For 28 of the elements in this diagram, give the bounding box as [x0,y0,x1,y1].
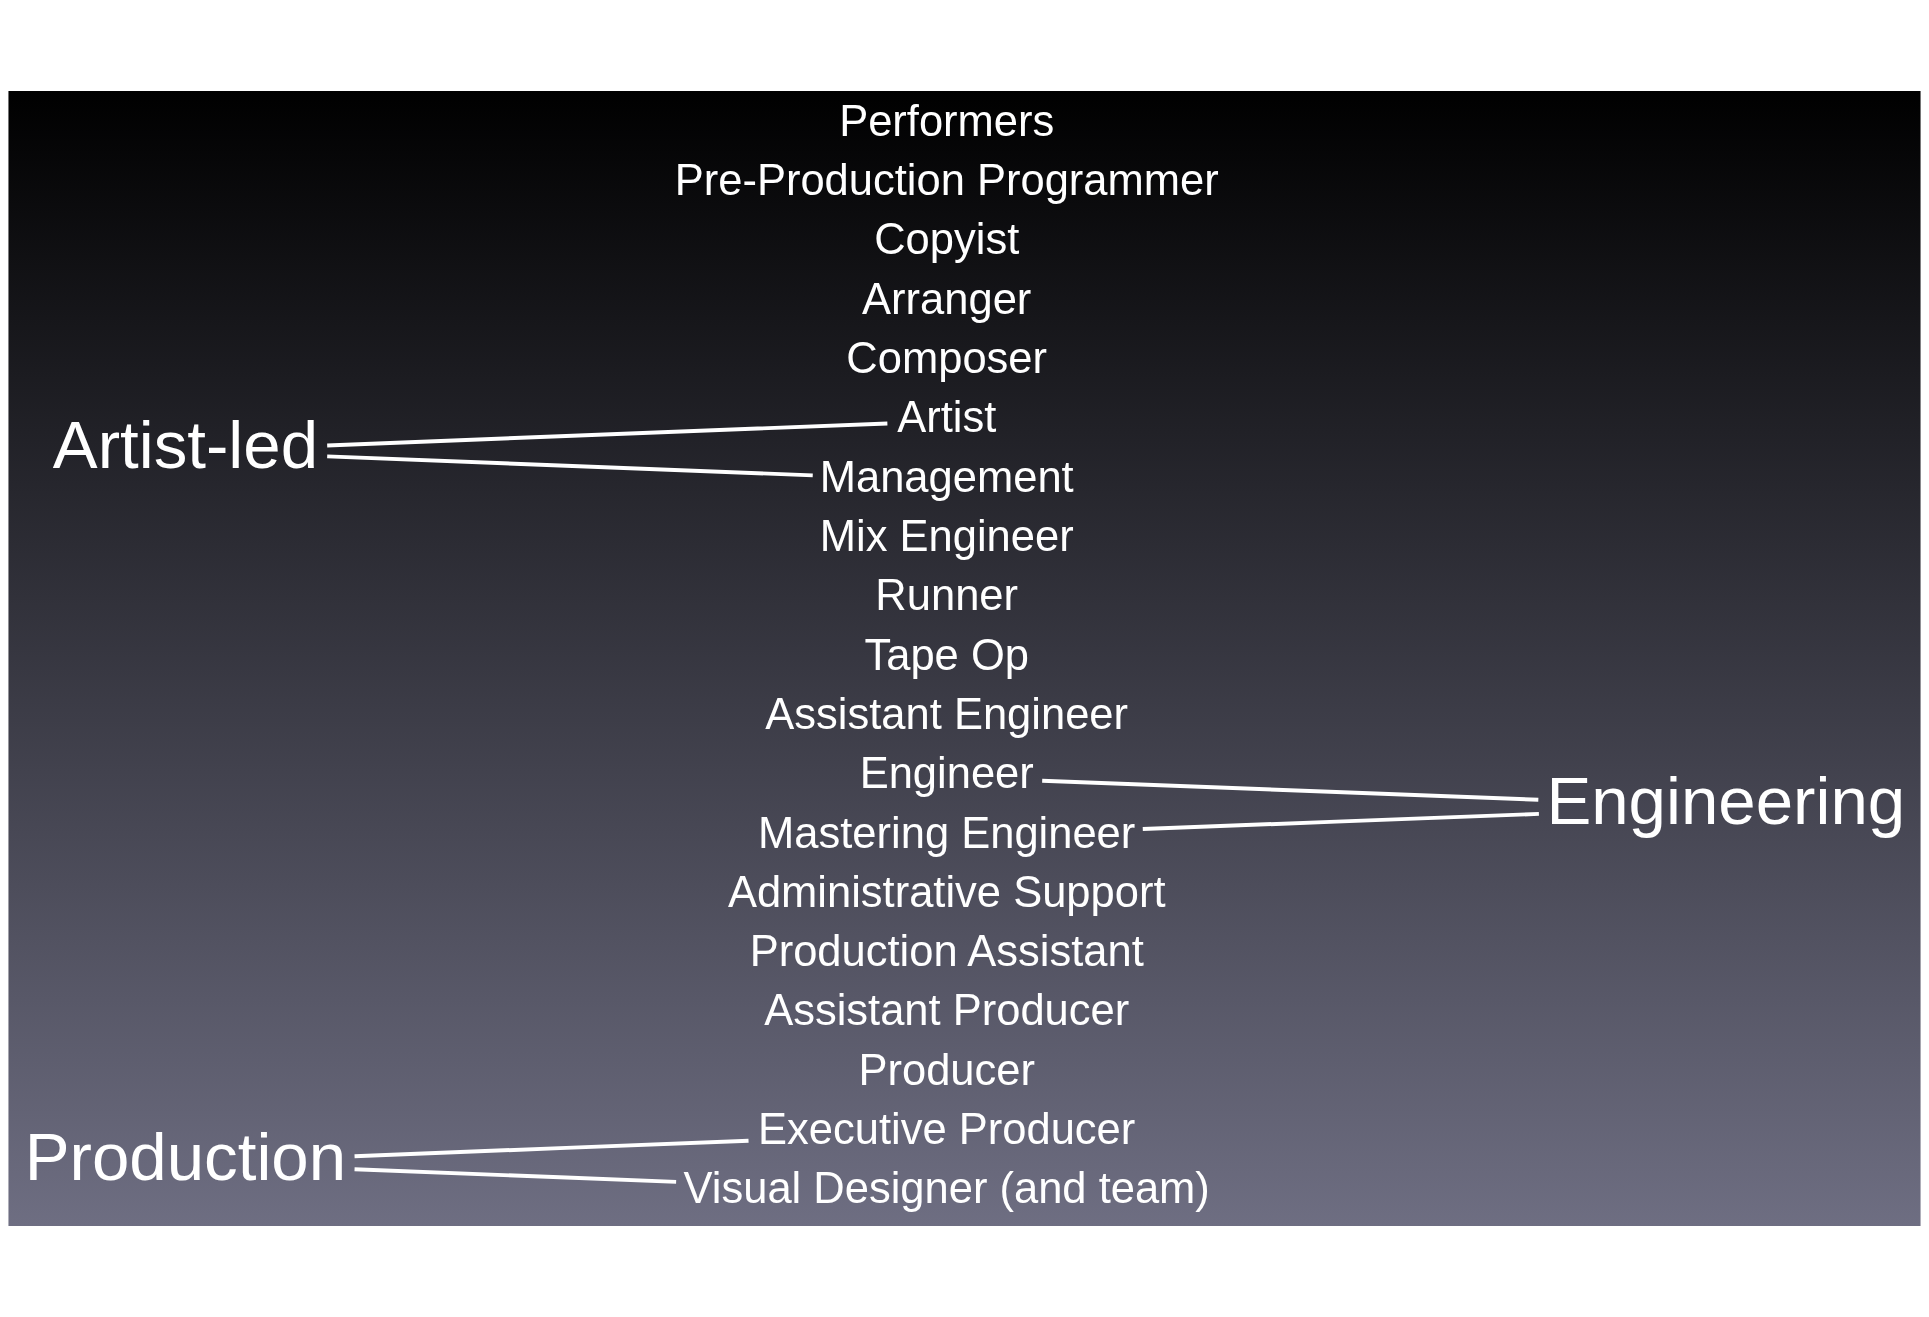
node-text: Assistant Engineer [765,689,1129,738]
node-text: Producer [858,1045,1035,1094]
node-text: Engineering [1546,763,1906,838]
node-text: Artist [897,393,997,442]
connector [354,1138,749,1159]
node-text: Composer [846,333,1048,382]
connector [327,421,888,448]
node-text: Management [819,452,1074,501]
node-text: Copyist [874,215,1020,264]
node-text: Production Assistant [749,927,1144,976]
node-text: Arranger [862,274,1032,323]
node-text: Executive Producer [758,1105,1136,1154]
connector [1142,811,1539,831]
node-text: Production [24,1118,347,1194]
node-text: Artist-led [52,407,319,483]
connector [327,454,813,478]
node-text: Administrative Support [727,867,1166,916]
node-text: Mastering Engineer [758,808,1136,857]
node-text: Assistant Producer [764,986,1130,1035]
node-text: Performers [839,96,1055,145]
node-text: Engineer [859,749,1034,798]
node-text: Visual Designer (and team) [683,1164,1210,1213]
node-text: Runner [875,571,1019,620]
node-text: Tape Op [864,630,1029,679]
node-text: Mix Engineer [819,511,1074,560]
node-text: Pre-Production Programmer [674,156,1219,205]
connector [354,1167,677,1184]
connector [1042,778,1539,802]
